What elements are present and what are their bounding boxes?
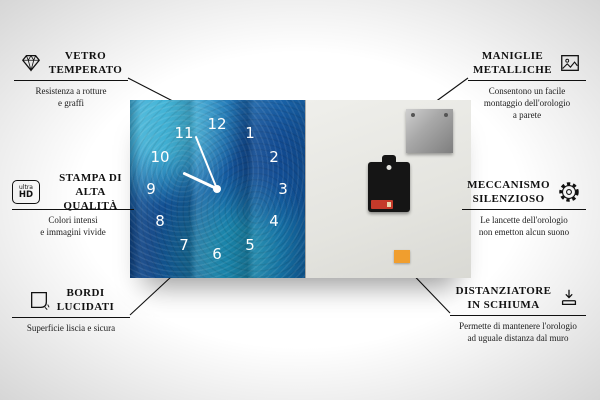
callout-rule <box>14 80 128 81</box>
callout-vetro-temperato: VETRO TEMPERATO Resistenza a rotture e g… <box>14 48 128 109</box>
screw-dot <box>444 113 448 117</box>
ultra-hd-text: ultra <box>19 183 33 191</box>
hanger-hole <box>386 165 392 170</box>
diamond-icon <box>20 52 42 74</box>
clock-number: 10 <box>150 148 170 166</box>
callout-subtitle: Resistenza a rotture e graffi <box>35 86 107 109</box>
callout-rule <box>12 317 130 318</box>
callout-subtitle: Superficie liscia e sicura <box>26 323 116 333</box>
clock-mechanism <box>368 155 410 212</box>
clock-number: 7 <box>179 236 189 254</box>
hanger-hook <box>382 155 396 164</box>
clock-number: 5 <box>245 236 255 254</box>
ultra-hd-icon: ultra HD <box>12 180 40 204</box>
product-image: 12 1 2 3 4 5 6 7 8 9 10 11 <box>130 100 471 278</box>
callout-bordi-lucidati: BORDI LUCIDATI Superficie liscia e sicur… <box>12 285 130 334</box>
callout-rule <box>450 315 586 316</box>
polished-edge-icon <box>28 289 50 311</box>
ultra-hd-text: HD <box>18 189 34 200</box>
callout-title: VETRO TEMPERATO <box>48 49 123 76</box>
callout-title: DISTANZIATORE IN SCHIUMA <box>455 284 552 311</box>
callout-title: MANIGLIE METALLICHE <box>473 49 552 76</box>
clock-center-cap <box>213 185 221 193</box>
gear-icon <box>557 180 581 204</box>
callout-subtitle: Permette di mantenere l'orologio ad ugua… <box>459 321 577 344</box>
clock-number: 11 <box>174 124 194 142</box>
callout-distanziatore-schiuma: DISTANZIATORE IN SCHIUMA Permette di man… <box>450 283 586 344</box>
callout-subtitle: Colori intensi e immagini vivide <box>40 215 106 238</box>
foam-spacer <box>394 250 410 263</box>
callout-stampa-alta-qualita: ultra HD STAMPA DI ALTA QUALITÀ Colori i… <box>12 172 134 238</box>
callout-title: BORDI LUCIDATI <box>56 286 115 313</box>
clock-number: 6 <box>212 245 222 263</box>
battery <box>371 200 393 209</box>
clock-number: 8 <box>155 212 165 230</box>
clock-number: 3 <box>278 180 288 198</box>
clock-back-panel <box>305 100 471 278</box>
callout-subtitle: Le lancette dell'orologio non emetton al… <box>478 215 570 238</box>
callout-rule <box>12 209 134 210</box>
screw-dot <box>411 113 415 117</box>
clock-number: 9 <box>146 180 156 198</box>
callout-maniglie-metalliche: MANIGLIE METALLICHE Consentono un facile… <box>468 48 586 121</box>
clock-number: 1 <box>245 124 255 142</box>
callout-title: MECCANISMO SILENZIOSO <box>467 178 550 205</box>
clock-front: 12 1 2 3 4 5 6 7 8 9 10 11 <box>130 100 305 278</box>
callout-meccanismo-silenzioso: MECCANISMO SILENZIOSO Le lancette dell'o… <box>462 177 586 238</box>
foam-spacer-icon <box>558 287 580 309</box>
callout-rule <box>468 80 586 81</box>
picture-frame-icon <box>559 52 581 74</box>
metal-hanger-plate <box>406 109 453 153</box>
clock-number: 4 <box>269 212 279 230</box>
callout-rule <box>462 209 586 210</box>
clock-number: 12 <box>207 115 227 133</box>
callout-subtitle: Consentono un facile montaggio dell'orol… <box>483 86 571 121</box>
clock-number: 2 <box>269 148 279 166</box>
callout-title: STAMPA DI ALTA QUALITÀ <box>59 171 122 213</box>
